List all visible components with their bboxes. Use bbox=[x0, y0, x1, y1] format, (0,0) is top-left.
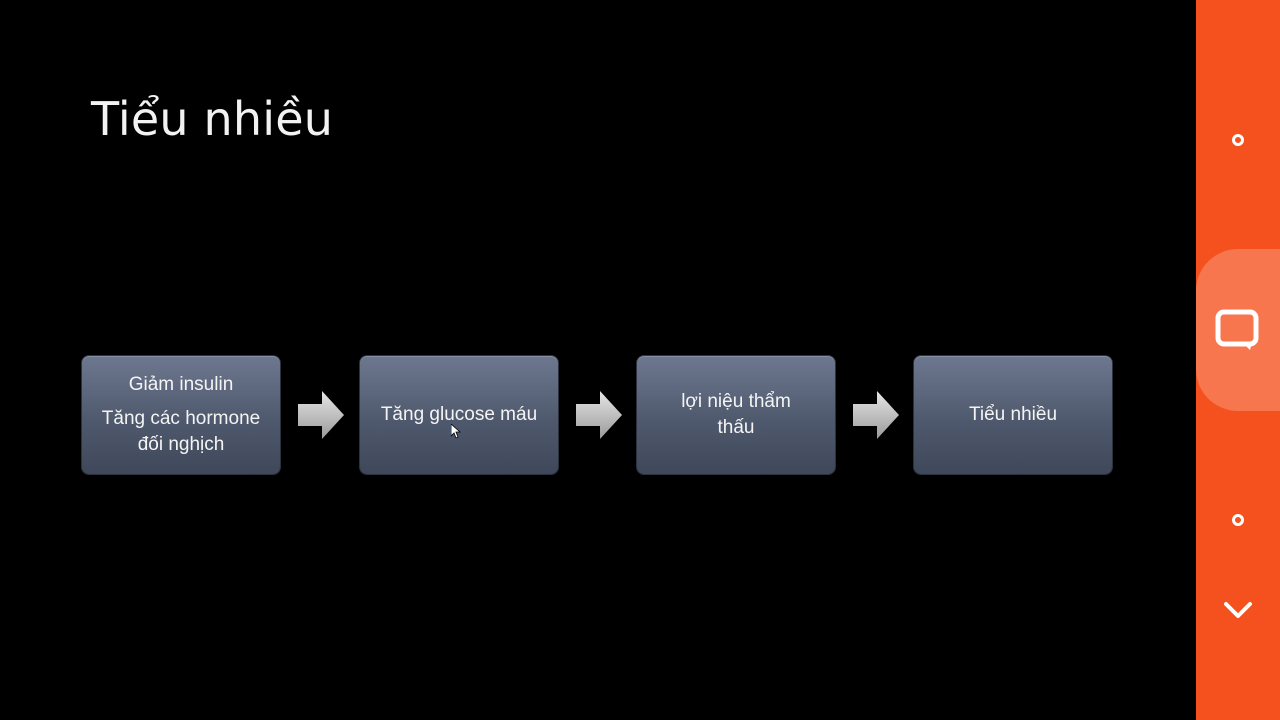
arrow-right-icon bbox=[576, 391, 622, 439]
flow-step-3-line-2: thấu bbox=[717, 417, 755, 438]
flow-step-1-line-1: Giảm insulin bbox=[128, 374, 234, 395]
sidebar-main-button[interactable] bbox=[1196, 249, 1280, 411]
flow-step-1-line-3: đối nghịch bbox=[137, 434, 225, 455]
flow-step-2-line-1: Tăng glucose máu bbox=[380, 404, 538, 425]
flow-step-2: Tăng glucose máu bbox=[360, 356, 558, 474]
arrow-right-icon bbox=[298, 391, 344, 439]
slide-title: Tiểu nhiều bbox=[91, 92, 334, 146]
flow-step-1-line-2: Tăng các hormone bbox=[101, 408, 261, 429]
sidebar-top-button[interactable] bbox=[1196, 124, 1280, 156]
collapse-sidebar-button[interactable] bbox=[1196, 594, 1280, 626]
flow-step-1: Giảm insulin Tăng các hormone đối nghịch bbox=[82, 356, 280, 474]
flow-step-4-line-1: Tiểu nhiều bbox=[968, 404, 1058, 425]
mouse-cursor-icon bbox=[451, 424, 461, 438]
chat-bubble-icon bbox=[1215, 309, 1259, 350]
sidebar-bottom-button[interactable] bbox=[1196, 504, 1280, 536]
arrow-right-icon bbox=[853, 391, 899, 439]
circle-icon bbox=[1232, 514, 1244, 526]
chevron-down-icon bbox=[1224, 602, 1252, 618]
flow-step-4: Tiểu nhiều bbox=[914, 356, 1112, 474]
video-frame: Tiểu nhiều Giảm insulin Tăng các hormone… bbox=[82, 92, 1112, 474]
circle-icon bbox=[1232, 134, 1244, 146]
flow-step-3: lợi niệu thẩm thấu bbox=[637, 356, 835, 474]
floating-sidebar bbox=[1196, 0, 1280, 720]
flow-step-3-line-1: lợi niệu thẩm bbox=[681, 391, 791, 412]
